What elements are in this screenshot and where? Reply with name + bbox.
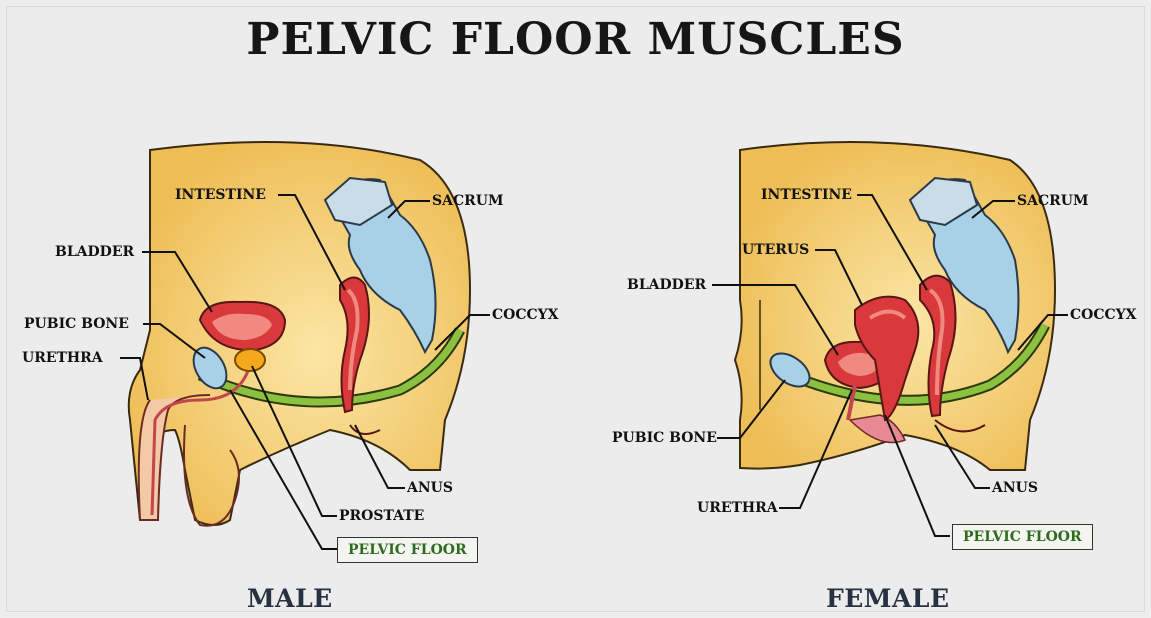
male-label-urethra: URETHRA <box>22 350 103 366</box>
male-label-sacrum: SACRUM <box>432 193 503 209</box>
female-label-uterus: UTERUS <box>742 242 809 258</box>
male-label-prostate: PROSTATE <box>339 508 424 524</box>
male-label-bladder: BLADDER <box>55 244 134 260</box>
female-label-anus: ANUS <box>992 480 1038 496</box>
male-label-anus: ANUS <box>407 480 453 496</box>
female-label-intestine: INTESTINE <box>761 187 852 203</box>
female-label-pubic-bone: PUBIC BONE <box>612 430 717 446</box>
male-label-pubic-bone: PUBIC BONE <box>24 316 129 332</box>
male-label-pelvic-floor: PELVIC FLOOR <box>337 537 478 563</box>
male-label-intestine: INTESTINE <box>175 187 266 203</box>
male-label-coccyx: COCCYX <box>492 307 558 323</box>
female-label-pelvic-floor: PELVIC FLOOR <box>952 524 1093 550</box>
female-label-sacrum: SACRUM <box>1017 193 1088 209</box>
female-caption: FEMALE <box>826 584 950 613</box>
female-label-bladder: BLADDER <box>627 277 706 293</box>
female-label-coccyx: COCCYX <box>1070 307 1136 323</box>
male-caption: MALE <box>247 584 333 613</box>
female-label-urethra: URETHRA <box>697 500 778 516</box>
male-prostate <box>235 349 265 371</box>
